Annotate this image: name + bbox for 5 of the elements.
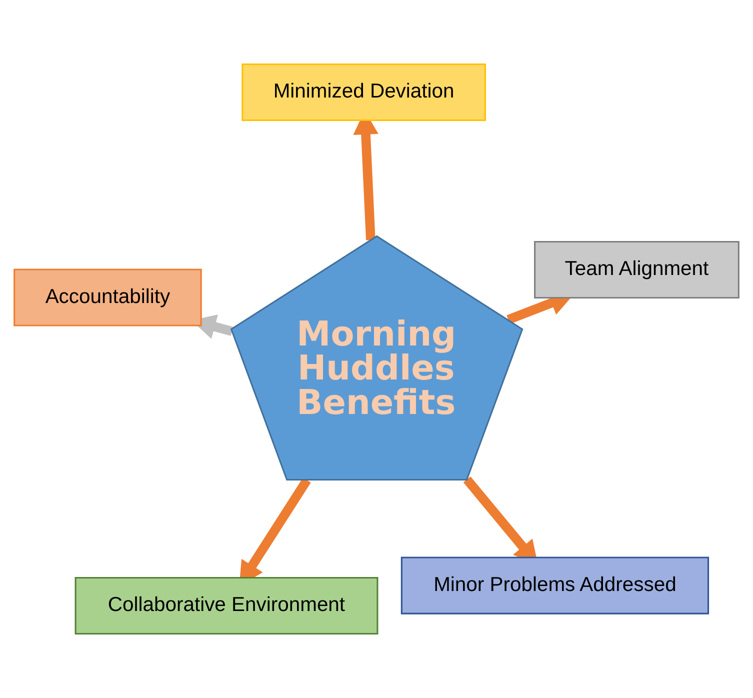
node-box: Team Alignment (534, 240, 740, 299)
node-box: Collaborative Environment (74, 576, 378, 635)
node-box: Accountability (14, 268, 202, 326)
node-box: Minimized Deviation (242, 63, 486, 122)
node-box: Minor Problems Addressed (400, 556, 710, 614)
